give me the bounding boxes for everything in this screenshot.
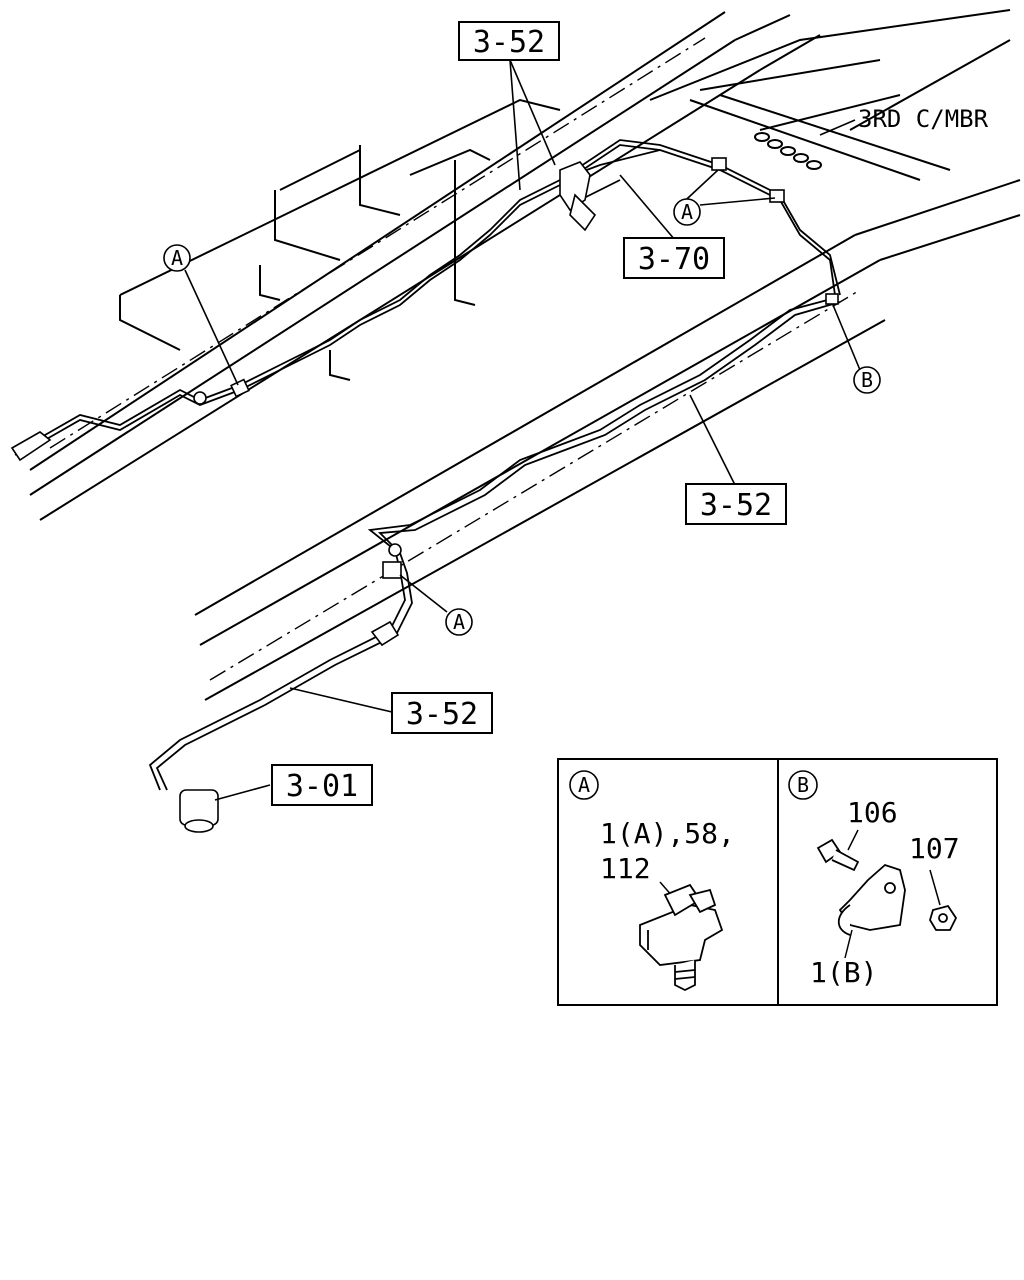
nut-icon — [929, 904, 958, 931]
bracket — [569, 193, 597, 232]
leader-r1-b — [509, 59, 556, 166]
leader-lines — [184, 59, 861, 801]
leader-a3 — [399, 574, 448, 613]
left-fitting — [10, 431, 52, 462]
leader-crossmember — [819, 119, 856, 136]
lower-fitting — [370, 620, 400, 647]
upper-frame-rail — [29, 11, 821, 521]
leader-b1 — [832, 304, 861, 371]
part-number-nut: 107 — [909, 832, 960, 865]
bolt-icon — [816, 838, 860, 872]
callout-a-lower: A — [445, 608, 473, 636]
pipe-clips — [10, 157, 839, 833]
ref-label: 3-52 — [473, 25, 545, 60]
upper-brake-pipe — [14, 139, 841, 456]
panel-b-tag: B — [797, 773, 809, 797]
fuel-tank — [119, 98, 561, 381]
part-number-clip: 1(B) — [810, 956, 877, 989]
leader-a2-2 — [699, 197, 776, 206]
ref-label: 3-01 — [286, 769, 358, 804]
detail-panel-b: B 106 107 1(B) — [788, 770, 960, 989]
ref-label: 3-52 — [700, 488, 772, 523]
detail-panel-a: A 1(A),58, 112 — [569, 770, 735, 992]
detail-inset: A 1(A),58, 112 B 106 107 1(B) — [557, 758, 998, 1006]
third-crossmember — [649, 9, 1011, 181]
clip-lower-b — [825, 293, 839, 305]
panel-a-parts-line1: 1(A),58, — [600, 817, 735, 850]
lower-brake-pipe — [148, 297, 841, 791]
clip-lower-ring — [388, 543, 402, 557]
callout-a-left: A — [163, 244, 191, 272]
lower-frame-rail — [194, 179, 1021, 701]
clip-upper-left-2 — [193, 391, 207, 405]
clip-upper-right-2 — [769, 189, 785, 203]
ref-box-1: 3-52 — [458, 21, 560, 61]
clip-upper-right-1 — [711, 157, 727, 171]
part-number-bolt: 106 — [847, 796, 898, 829]
leader-r2 — [619, 174, 676, 241]
clip-lower-a — [382, 561, 402, 579]
crossmember-label: 3RD C/MBR — [858, 105, 989, 133]
junction-block — [559, 161, 591, 212]
ref-label: 3-52 — [406, 697, 478, 732]
callout-a-right: A — [673, 198, 701, 226]
ref-box-2: 3-70 — [623, 237, 725, 279]
callout-letter: A — [171, 246, 183, 270]
leader-r3 — [689, 394, 736, 486]
callout-letter: A — [681, 200, 693, 224]
ref-box-3: 3-52 — [685, 483, 787, 525]
callout-letter: A — [453, 610, 465, 634]
callout-b: B — [853, 366, 881, 394]
clamp-bracket-icon — [837, 863, 906, 936]
leader-a1 — [184, 269, 239, 386]
panel-a-tag: A — [578, 773, 590, 797]
ref-label: 3-70 — [638, 242, 710, 277]
callout-letter: B — [861, 368, 873, 392]
push-clip-icon — [639, 883, 724, 992]
leader-r5 — [214, 784, 271, 801]
ref-box-5: 3-01 — [271, 764, 373, 806]
leader-r1-a — [509, 59, 521, 191]
ref-box-4: 3-52 — [391, 692, 493, 734]
leader-r4 — [289, 687, 393, 713]
panel-a-parts-line2: 112 — [600, 852, 651, 885]
